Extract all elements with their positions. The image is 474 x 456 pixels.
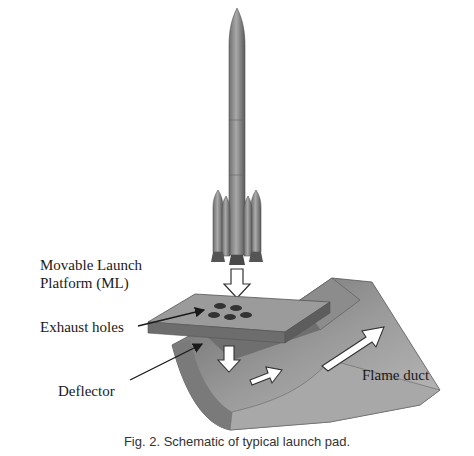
deflector-label: Deflector bbox=[58, 382, 138, 400]
exhaust-label: Exhaust holes bbox=[40, 318, 140, 336]
duct-label: Flame duct bbox=[362, 366, 462, 384]
platform-label: Movable Launch Platform (ML) bbox=[40, 256, 190, 292]
figure-caption: Fig. 2. Schematic of typical launch pad. bbox=[124, 434, 350, 449]
